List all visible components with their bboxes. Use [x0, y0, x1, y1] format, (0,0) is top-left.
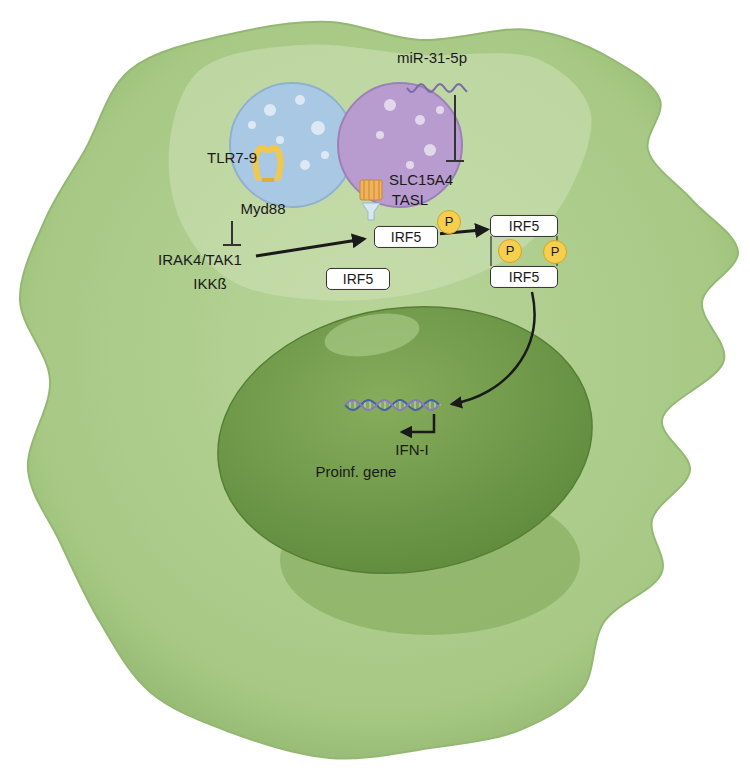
dna-rung: [370, 400, 371, 410]
vesicle-dot: [436, 106, 444, 114]
protein-label: IRF5: [391, 229, 421, 245]
dna-helix: [345, 400, 440, 410]
transporter-stripes: [364, 180, 379, 200]
protein-box: IRF5: [490, 215, 558, 237]
gene-label: IFN-I: [395, 441, 428, 458]
protein-box: IRF5: [326, 268, 390, 290]
dna-rung: [385, 400, 386, 410]
vesicle-dot: [248, 121, 256, 129]
vesicle-dot: [406, 161, 414, 169]
tasl-adaptor: [362, 203, 380, 220]
kinase-label: IKKß: [193, 275, 226, 292]
protein-label: IRF5: [509, 218, 539, 234]
vesicle-dot: [415, 115, 425, 125]
mirna-label: miR-31-5p: [397, 49, 467, 66]
translocation-arrow: [452, 292, 534, 404]
tlr-receptor-base: [262, 178, 274, 182]
phosphate-label: P: [551, 245, 560, 260]
dna-rung: [355, 400, 356, 409]
protein-box: IRF5: [490, 266, 558, 288]
adaptor-label: Myd88: [240, 200, 285, 217]
protein-label: IRF5: [343, 271, 373, 287]
dna-rung: [430, 400, 431, 410]
phosphate-circle: P: [437, 210, 461, 234]
lysosome: [338, 83, 462, 207]
vesicle-dot: [376, 131, 384, 139]
phosphate-circle: P: [543, 240, 567, 264]
activation-arrow: [256, 239, 364, 256]
dna-strand: [345, 400, 439, 410]
inhibition-line: [223, 221, 241, 245]
mirna-strand: [407, 84, 467, 92]
nucleus: [200, 283, 609, 597]
tlr-receptor: [256, 148, 281, 178]
vesicle-dot: [295, 95, 305, 105]
dna-strand: [345, 400, 439, 410]
protein-box: IRF5: [374, 226, 438, 248]
transporter-label: SLC15A4: [389, 171, 453, 188]
vesicle-dot: [424, 144, 436, 156]
phosphate-label: P: [445, 215, 454, 230]
phosphate-label: P: [506, 244, 515, 259]
transcription-arrow: [402, 414, 434, 432]
dna-rung: [400, 400, 401, 410]
dna-rung: [415, 400, 416, 410]
vesicle-dot: [311, 121, 325, 135]
protein-label: IRF5: [509, 269, 539, 285]
slc15a4-transporter: [360, 180, 382, 220]
adaptor-label: TASL: [392, 191, 428, 208]
vesicle-dot: [384, 99, 396, 111]
vesicle-dot: [321, 151, 329, 159]
kinase-label: IRAK4/TAK1: [158, 251, 242, 268]
inhibition-line: [446, 95, 464, 161]
transporter-body: [360, 180, 382, 200]
cell-body: [20, 22, 738, 759]
phosphate-circle: P: [498, 239, 522, 263]
vesicle-dot: [300, 160, 310, 170]
vesicle-dot: [264, 104, 276, 116]
vesicle-dot: [276, 136, 284, 144]
dna-rung: [440, 404, 441, 405]
endosome: [230, 83, 354, 207]
nucleolus: [321, 307, 422, 363]
gene-label: Proinf. gene: [316, 463, 397, 480]
receptor-label: TLR7-9: [207, 149, 257, 166]
